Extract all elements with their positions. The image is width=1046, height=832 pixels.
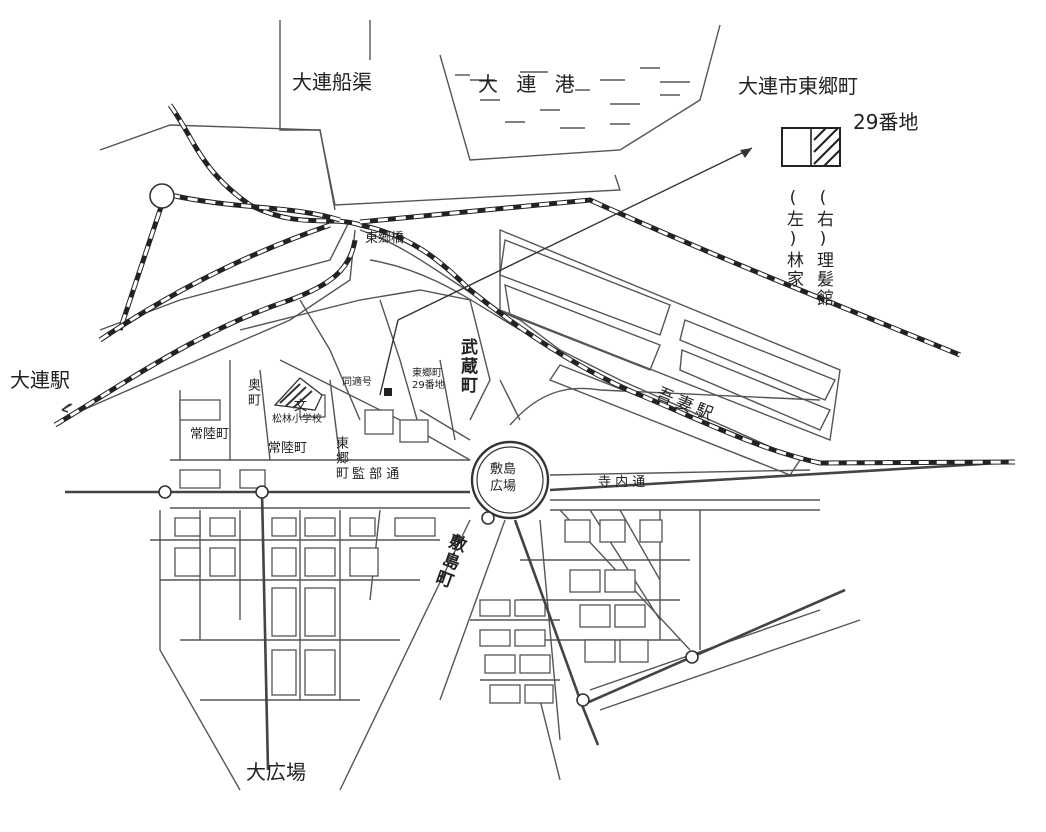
railways xyxy=(53,103,1016,466)
city-blocks xyxy=(174,394,663,704)
address-line2: 29番地 xyxy=(853,110,919,134)
kanbu-street-label: 監 部 通 xyxy=(352,467,400,482)
right-house-label: (右)理髪館 xyxy=(813,188,833,308)
dalian-station-label: 大連駅 xyxy=(10,368,70,392)
school-hatch xyxy=(273,377,323,411)
harbor-outline xyxy=(99,20,721,211)
school-mark: 文 xyxy=(294,399,308,414)
pointer-arrow xyxy=(379,147,753,396)
school-label: 松林小学校 xyxy=(272,414,322,425)
ohiroba-label: 大広場 xyxy=(246,760,306,784)
address-line1: 大連市東郷町 xyxy=(738,74,858,98)
left-house-label: (左)林家 xyxy=(783,188,803,289)
legend-hatch-right xyxy=(813,127,841,167)
hitachi-town-label-2: 常陸町 xyxy=(268,441,308,456)
water-hatching xyxy=(455,67,690,129)
port-label: 大 連 港 xyxy=(478,72,581,96)
canal-label: 大連船渠 xyxy=(292,70,372,94)
togo-town-vertical-label: 東郷町 xyxy=(333,436,348,481)
hitachi-town-label-1: 常陸町 xyxy=(190,427,230,442)
street-network xyxy=(59,219,861,791)
bridge-label: 東郷橋 xyxy=(365,231,405,246)
oku-town-label: 奥町 xyxy=(245,378,260,408)
togo-29-label: 東郷町 29番地 xyxy=(412,368,445,391)
legend-house xyxy=(781,127,841,167)
tonomachi-label: 同適号 xyxy=(342,377,372,388)
shikishima-plaza-label: 敷島 広場 xyxy=(490,462,517,494)
tram-lines xyxy=(65,440,1016,771)
tram-stops xyxy=(158,485,699,707)
musashi-town-label: 武蔵町 xyxy=(457,338,477,395)
terauchi-street-label: 寺 内 通 xyxy=(598,475,646,490)
